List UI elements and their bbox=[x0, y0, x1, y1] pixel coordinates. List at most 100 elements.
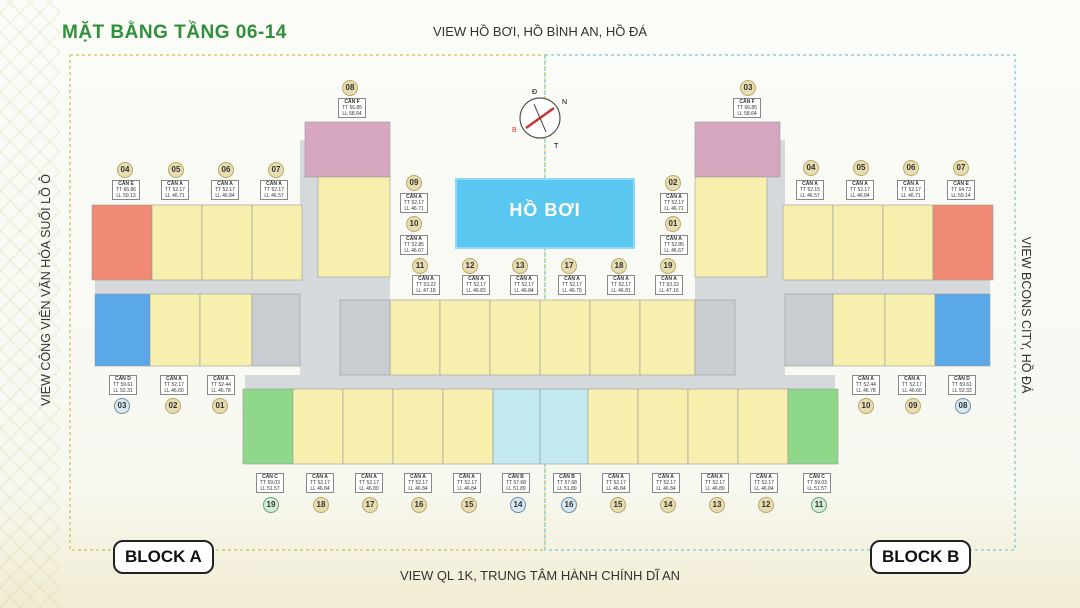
unit-type: CĂN D bbox=[954, 376, 970, 382]
unit-area-ll: LL 46.71 bbox=[901, 193, 921, 199]
unit-area-ll: LL 46.84 bbox=[408, 486, 428, 492]
unit-number-badge: 10 bbox=[406, 216, 422, 232]
unit-area-ll: LL 51.89 bbox=[557, 486, 577, 492]
unit-area-tt: TT 59.61 bbox=[952, 382, 972, 388]
swimming-pool: HỒ BƠI bbox=[455, 178, 635, 249]
unit-area-ll: LL 46.57 bbox=[800, 193, 820, 199]
unit-type: CĂN D bbox=[115, 376, 131, 382]
unit-number-badge: 13 bbox=[512, 258, 528, 274]
unit-number-badge: 07 bbox=[268, 162, 284, 178]
unit-area-ll: LL 46.84 bbox=[656, 486, 676, 492]
unit-area-ll: LL 46.84 bbox=[606, 486, 626, 492]
unit-type: CĂN A bbox=[707, 474, 723, 480]
unit-type: CĂN A bbox=[661, 276, 677, 282]
block-b-label: BLOCK B bbox=[870, 540, 972, 574]
unit-type: CĂN A bbox=[406, 194, 422, 200]
unit-area-ll: LL 51.57 bbox=[260, 486, 280, 492]
unit-number-badge: 04 bbox=[803, 160, 819, 176]
unit-area-ll: LL 46.80 bbox=[705, 486, 725, 492]
unit-number-badge: 15 bbox=[461, 497, 477, 513]
unit-area-tt: TT 59.03 bbox=[260, 480, 280, 486]
unit-type: CĂN B bbox=[559, 474, 575, 480]
unit-area-ll: LL 52.31 bbox=[113, 388, 133, 394]
unit-type: CĂN A bbox=[564, 276, 580, 282]
unit-area-tt: TT 52.17 bbox=[562, 282, 582, 288]
unit-area-tt: TT 66.85 bbox=[342, 105, 362, 111]
unit-area-tt: TT 66.86 bbox=[116, 187, 136, 193]
unit-type: CĂN E bbox=[953, 181, 969, 187]
unit-type: CĂN A bbox=[312, 474, 328, 480]
unit-number-badge: 03 bbox=[114, 398, 130, 414]
unit-number-badge: 18 bbox=[313, 497, 329, 513]
unit-number-badge: 05 bbox=[168, 162, 184, 178]
unit-area-tt: TT 52.17 bbox=[902, 382, 922, 388]
unit-type: CĂN A bbox=[361, 474, 377, 480]
unit-number-badge: 09 bbox=[905, 398, 921, 414]
block-a-lower-units bbox=[94, 293, 301, 367]
unit-area-tt: TT 52.17 bbox=[164, 382, 184, 388]
unit-area-tt: TT 52.17 bbox=[611, 282, 631, 288]
unit-area-ll: LL 59.14 bbox=[951, 193, 971, 199]
unit-area-tt: TT 52.17 bbox=[514, 282, 534, 288]
block-a-upper-units bbox=[91, 121, 391, 281]
unit-type: CĂN A bbox=[666, 236, 682, 242]
svg-text:T: T bbox=[554, 143, 559, 150]
unit-number-badge: 10 bbox=[858, 398, 874, 414]
unit-area-tt: TT 52.85 bbox=[664, 242, 684, 248]
unit-area-ll: LL 46.79 bbox=[562, 288, 582, 294]
unit-area-ll: LL 47.18 bbox=[416, 288, 436, 294]
unit-area-tt: TT 66.85 bbox=[737, 105, 757, 111]
unit-type: CĂN A bbox=[666, 194, 682, 200]
unit-area-ll: LL 51.57 bbox=[807, 486, 827, 492]
block-a-label: BLOCK A bbox=[113, 540, 214, 574]
unit-number-badge: 02 bbox=[165, 398, 181, 414]
unit-number-badge: 08 bbox=[955, 398, 971, 414]
unit-area-ll: LL 46.84 bbox=[514, 288, 534, 294]
unit-type: CĂN C bbox=[262, 474, 278, 480]
unit-number-badge: 17 bbox=[362, 497, 378, 513]
unit-area-tt: TT 57.68 bbox=[506, 480, 526, 486]
center-upper-units bbox=[339, 299, 736, 376]
unit-area-tt: TT 53.22 bbox=[416, 282, 436, 288]
unit-area-tt: TT 52.17 bbox=[664, 200, 684, 206]
unit-area-tt: TT 52.85 bbox=[404, 242, 424, 248]
unit-area-ll: LL 46.84 bbox=[754, 486, 774, 492]
unit-type: CĂN A bbox=[802, 181, 818, 187]
unit-number-badge: 14 bbox=[510, 497, 526, 513]
unit-type: CĂN A bbox=[217, 181, 233, 187]
unit-area-tt: TT 52.17 bbox=[359, 480, 379, 486]
unit-number-badge: 12 bbox=[758, 497, 774, 513]
unit-number-badge: 11 bbox=[412, 258, 428, 274]
compass-icon: Đ N B T bbox=[512, 89, 567, 150]
unit-number-badge: 01 bbox=[665, 216, 681, 232]
unit-area-ll: LL 46.60 bbox=[164, 388, 184, 394]
unit-area-tt: TT 52.17 bbox=[165, 187, 185, 193]
unit-area-tt: TT 57.68 bbox=[557, 480, 577, 486]
unit-number-badge: 07 bbox=[953, 160, 969, 176]
unit-number-badge: 16 bbox=[561, 497, 577, 513]
